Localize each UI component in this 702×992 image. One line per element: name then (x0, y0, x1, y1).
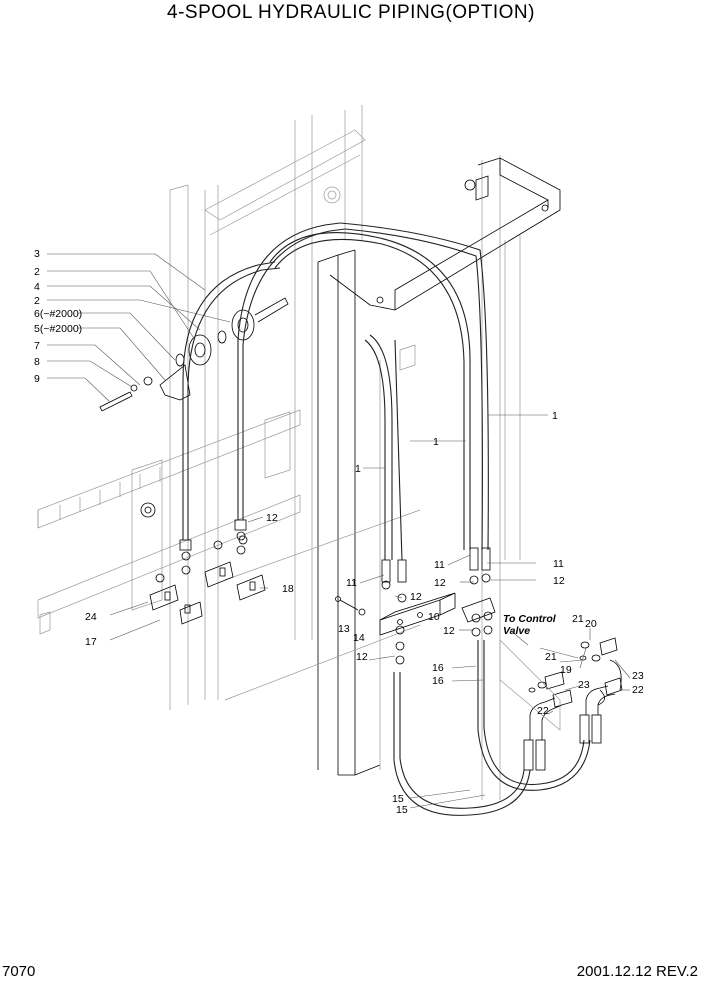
callout-7: 7 (34, 340, 40, 352)
callout-23-left: 23 (578, 679, 590, 691)
callout-23-right: 23 (632, 670, 644, 682)
callout-14: 14 (353, 632, 365, 644)
callout-10: 10 (428, 611, 440, 623)
callout-12-mid: 12 (434, 577, 446, 589)
outer-mast (169, 105, 561, 800)
callout-2-lower: 2 (34, 295, 40, 307)
sheave-assembly (99, 297, 289, 412)
revision-date: 2001.12.12 REV.2 (576, 963, 698, 980)
leader-lines (47, 253, 631, 809)
callout-13: 13 (338, 623, 350, 635)
callout-1-right: 1 (552, 410, 558, 422)
inner-mast-rail (317, 249, 416, 776)
callout-20: 20 (585, 618, 597, 630)
callout-1-left: 1 (355, 463, 361, 475)
center-fittings (335, 547, 496, 665)
carriage-fork-bars (37, 409, 421, 701)
callout-24: 24 (85, 611, 97, 623)
note-to-control-valve-line1: To Control (503, 613, 557, 625)
elbow-fittings (499, 637, 623, 740)
callout-5: 5(~#2000) (34, 323, 82, 335)
callout-16-upper: 16 (432, 662, 444, 674)
callout-3: 3 (34, 248, 40, 260)
callout-4: 4 (34, 281, 40, 293)
callout-18: 18 (282, 583, 294, 595)
callout-22-left: 22 (537, 705, 549, 717)
callout-17: 17 (85, 636, 97, 648)
note-to-control-valve-line2: Valve (503, 625, 530, 637)
callout-12-right: 12 (553, 575, 565, 587)
hose-loops (269, 222, 489, 561)
callout-2-upper: 2 (34, 266, 40, 278)
callout-11-right: 11 (553, 558, 564, 570)
callout-22-right: 22 (632, 684, 644, 696)
callout-8: 8 (34, 356, 40, 368)
callout-12-left: 12 (356, 651, 368, 663)
callout-6: 6(~#2000) (34, 308, 82, 320)
callout-1-center: 1 (433, 436, 439, 448)
callout-15-lower: 15 (396, 804, 408, 816)
callout-15-upper: 15 (392, 793, 404, 805)
callout-11-left: 11 (346, 577, 357, 589)
callout-labels: 3 2 4 2 6(~#2000) 5(~#2000) 7 8 9 1 1 1 … (34, 248, 644, 816)
lower-hoses (393, 640, 602, 816)
callout-16-lower: 16 (432, 675, 444, 687)
callout-21-upper: 21 (572, 613, 584, 625)
callout-21-lower: 21 (545, 651, 557, 663)
callout-12-lower-center: 12 (443, 625, 455, 637)
callout-19: 19 (560, 664, 572, 676)
carriage-fittings (149, 535, 266, 625)
page-number: 7070 (2, 963, 36, 980)
callout-12-carriage: 12 (266, 512, 278, 524)
callout-11-mid: 11 (434, 559, 445, 571)
diagram-title: 4-SPOOL HYDRAULIC PIPING(OPTION) (167, 2, 535, 23)
callout-9: 9 (34, 373, 40, 385)
callout-12-upper-center: 12 (410, 591, 422, 603)
